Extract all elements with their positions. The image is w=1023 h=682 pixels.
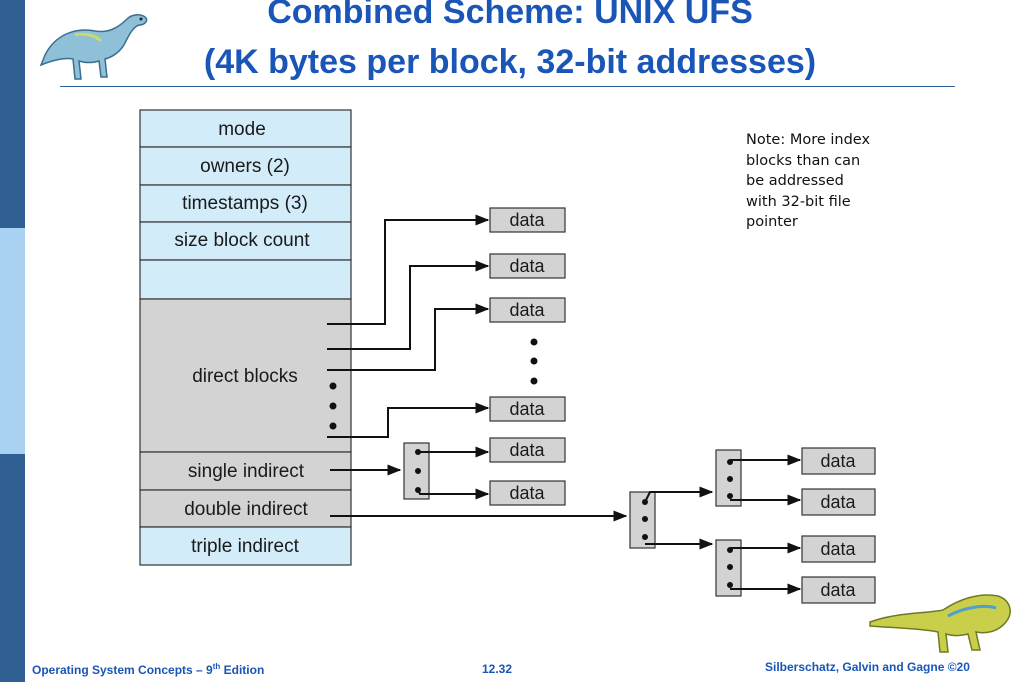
footer-book-title-main: Operating System Concepts – 9 bbox=[32, 663, 213, 677]
index-block-single bbox=[403, 442, 490, 500]
note-text: Note: More index blocks than can be addr… bbox=[746, 132, 871, 230]
data-block-label: data bbox=[509, 256, 545, 276]
data-block-label: data bbox=[820, 492, 856, 512]
inode-label-double-indirect: double indirect bbox=[184, 499, 308, 520]
data-block bbox=[801, 535, 876, 563]
data-block-label: data bbox=[820, 451, 856, 471]
data-block bbox=[801, 576, 876, 604]
sidebar-accent bbox=[0, 228, 25, 454]
pointer-line bbox=[327, 402, 490, 438]
inode-label-timestamps: timestamps (3) bbox=[182, 193, 308, 214]
data-column-ellipsis bbox=[530, 338, 538, 385]
data-block bbox=[489, 207, 566, 233]
data-block bbox=[801, 447, 876, 475]
direct-blocks-ellipsis bbox=[329, 382, 337, 430]
inode-label-mode: mode bbox=[218, 119, 266, 140]
data-block-label: data bbox=[509, 210, 545, 230]
inode-field-timestamps bbox=[139, 184, 352, 223]
index-block-double-level2b bbox=[715, 539, 802, 597]
footer-authors: Silberschatz, Galvin and Gagne ©20 bbox=[765, 660, 970, 674]
direct-pointers bbox=[327, 214, 628, 522]
inode-table: mode owners (2) timestamps (3) size bloc… bbox=[139, 109, 352, 566]
title-underline bbox=[60, 86, 955, 87]
inode-label-owners: owners (2) bbox=[200, 156, 290, 177]
footer-book-title: Operating System Concepts – 9th Edition bbox=[32, 662, 264, 677]
footer-page-number: 12.32 bbox=[482, 662, 513, 676]
data-block bbox=[489, 437, 566, 463]
pointer-line bbox=[327, 303, 490, 371]
pointer-line bbox=[327, 260, 490, 350]
inode-field-size bbox=[139, 221, 352, 261]
data-block bbox=[801, 488, 876, 516]
inode-label-direct-blocks: direct blocks bbox=[192, 366, 298, 387]
slide-title-line1: Combined Scheme: UNIX UFS bbox=[267, 0, 753, 31]
footer-book-title-tail: Edition bbox=[220, 663, 265, 677]
data-block bbox=[489, 396, 566, 422]
inode-field-owners bbox=[139, 146, 352, 186]
inode-field-single-indirect bbox=[139, 451, 352, 491]
data-block-label: data bbox=[509, 440, 545, 460]
data-block-label: data bbox=[509, 399, 545, 419]
data-block-label: data bbox=[820, 580, 856, 600]
index-block-double-level2a bbox=[715, 449, 802, 507]
data-block bbox=[489, 253, 566, 279]
data-block-label: data bbox=[509, 483, 545, 503]
data-blocks: data data data data data data data data … bbox=[489, 207, 876, 604]
inode-field-direct-blocks bbox=[139, 298, 352, 453]
data-block bbox=[489, 297, 566, 323]
inode-field-empty bbox=[139, 259, 352, 300]
inode-label-single-indirect: single indirect bbox=[188, 461, 305, 482]
dinosaur-logo-icon bbox=[39, 14, 148, 80]
data-block bbox=[489, 480, 566, 506]
inode-field-double-indirect bbox=[139, 489, 352, 528]
data-block-label: data bbox=[509, 300, 545, 320]
footer-edition-suffix: th bbox=[212, 662, 221, 671]
inode-field-triple-indirect bbox=[139, 526, 352, 566]
data-block-label: data bbox=[820, 539, 856, 559]
index-block-double-level1 bbox=[629, 486, 714, 550]
inode-label-triple-indirect: triple indirect bbox=[191, 536, 299, 557]
inode-label-size: size block count bbox=[174, 230, 310, 251]
pointer-line bbox=[327, 214, 490, 325]
slide-title-line2: (4K bytes per block, 32-bit addresses) bbox=[203, 43, 817, 81]
dinosaur-illustration-icon bbox=[869, 594, 1011, 653]
inode-field-mode bbox=[139, 109, 352, 148]
